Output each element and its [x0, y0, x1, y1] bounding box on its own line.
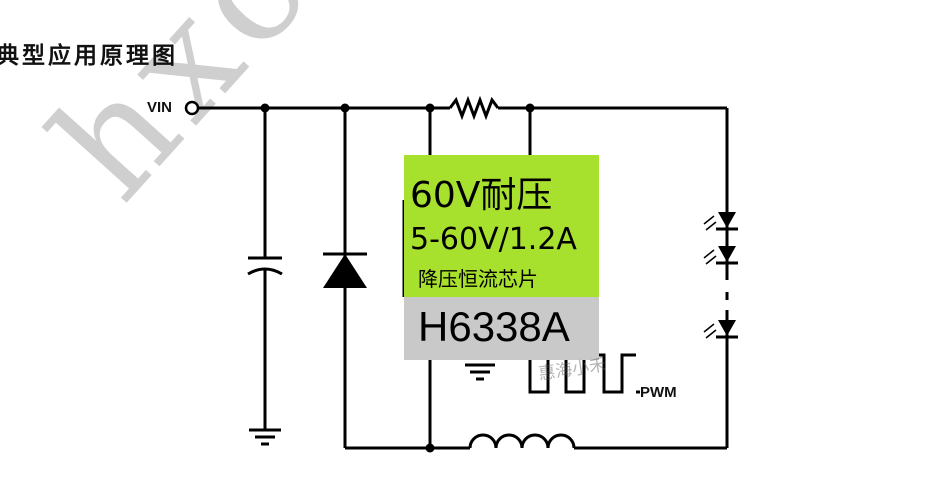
sense-resistor — [448, 95, 500, 121]
page-title: 典型应用原理图 — [0, 42, 178, 69]
cap-ground — [249, 428, 281, 446]
part-number: H6338A — [418, 303, 570, 350]
inductor — [468, 433, 576, 449]
led-string — [703, 212, 738, 339]
ic-ground — [465, 363, 495, 381]
part-number-band — [404, 297, 599, 360]
voltage-rating: 60V耐压 — [410, 175, 553, 216]
junction-dot — [260, 103, 270, 113]
pwm-label: PWM — [640, 384, 677, 401]
voltage-current-range: 5-60V/1.2A — [410, 222, 577, 257]
junction-dot — [340, 103, 350, 113]
junction-dot — [425, 443, 435, 453]
chip-description: 降压恒流芯片 — [418, 267, 538, 291]
diode-symbol — [323, 254, 367, 288]
pwm-waveform — [522, 353, 636, 394]
junction-dot — [525, 103, 535, 113]
vin-node — [184, 100, 200, 116]
chip-highlight — [404, 155, 599, 297]
junction-dot — [425, 103, 435, 113]
vin-label: VIN — [147, 99, 173, 116]
